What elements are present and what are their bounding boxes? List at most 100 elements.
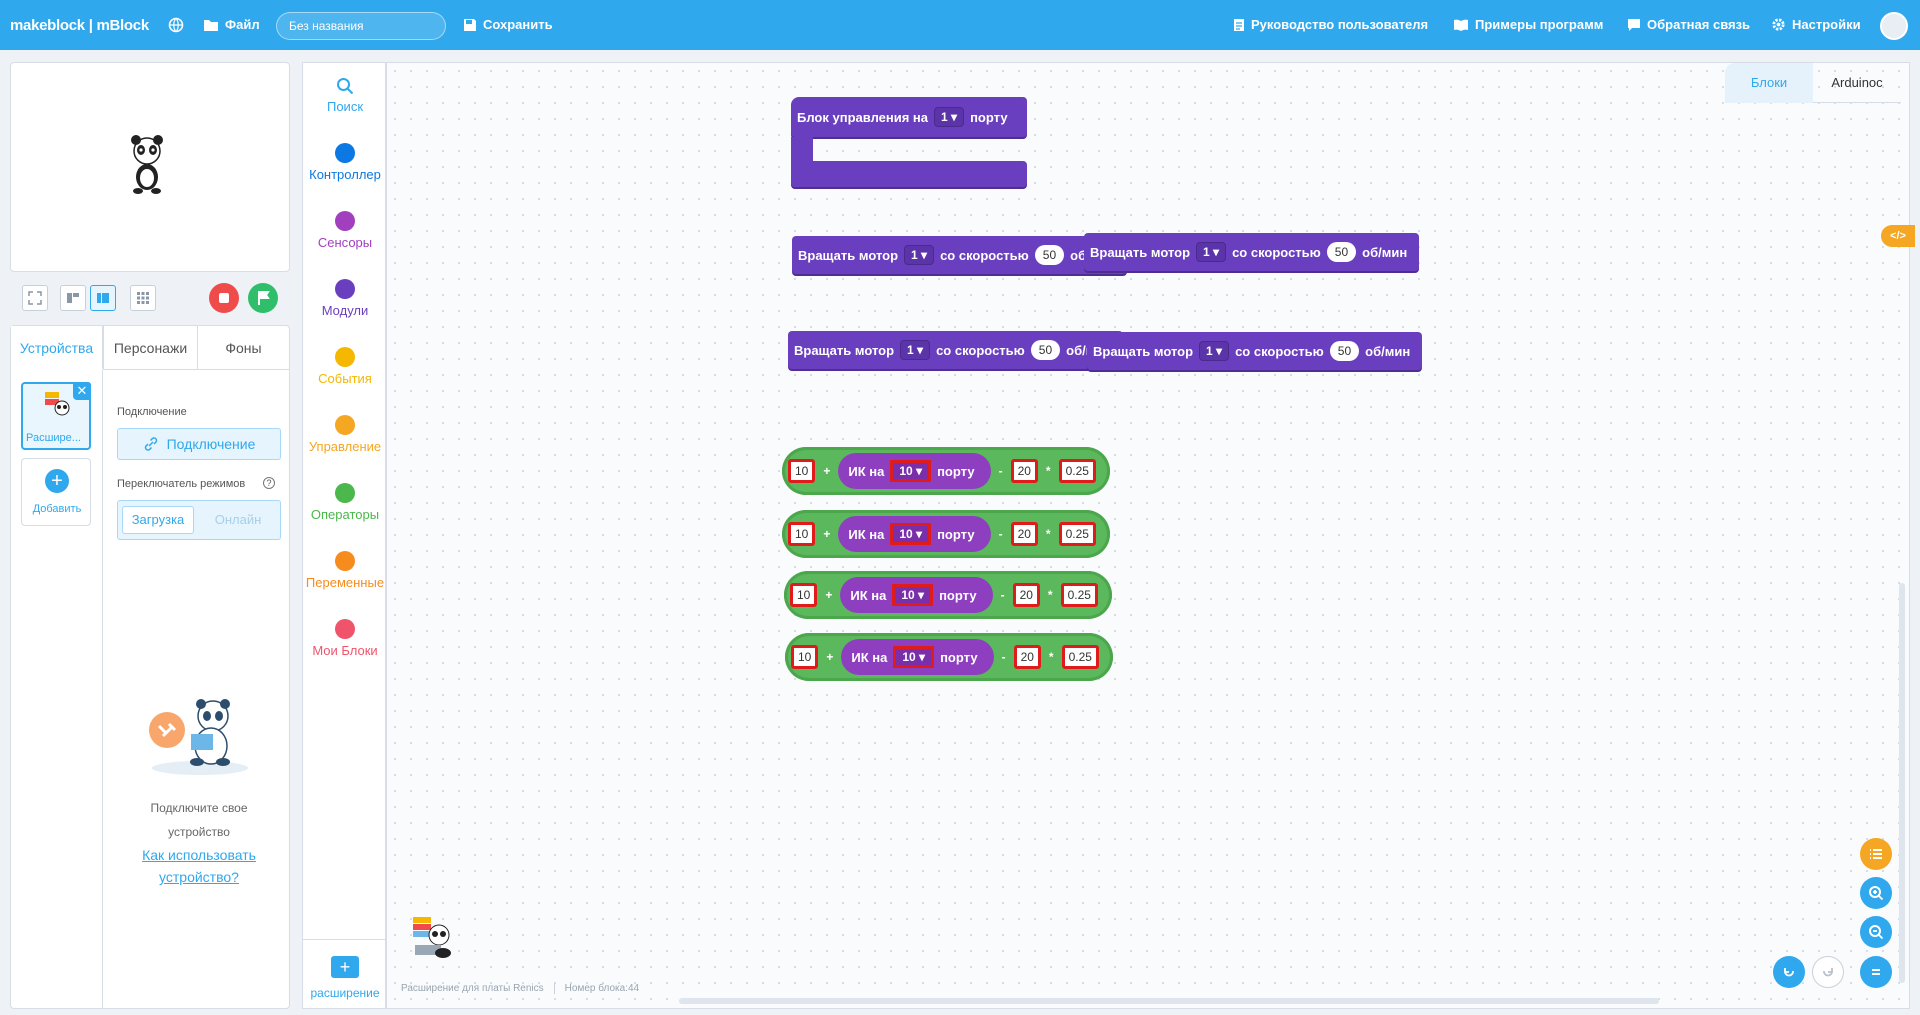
undo-button[interactable] [1773,956,1805,988]
user-guide-link[interactable]: Руководство пользователя [1233,17,1428,32]
tab-devices[interactable]: Устройства [11,326,103,370]
add-label: Добавить [32,503,82,515]
control-block[interactable]: Блок управления на 1 ▾ порту [791,97,1027,187]
ir-expression-block[interactable]: 10 + ИК на 10 ▾ порту - 20 * 0.25 [785,633,1113,681]
operand-b-input[interactable]: 20 [1010,459,1038,483]
list-toggle-button[interactable] [1860,838,1892,870]
code-toggle-icon[interactable]: </> [1881,225,1915,247]
file-menu[interactable]: Файл [203,17,260,32]
grid-view-button[interactable] [130,285,156,311]
examples-link[interactable]: Примеры программ [1453,17,1603,32]
small-stage-button[interactable] [60,285,86,311]
ir-expression-block[interactable]: 10 + ИК на 10 ▾ порту - 20 * 0.25 [784,571,1112,619]
category-events[interactable]: События [303,347,387,386]
vertical-scrollbar[interactable] [1899,583,1905,983]
device-panel: Устройства Персонажи Фоны Расшире... ✕ +… [10,325,290,1009]
how-to-use-link[interactable]: Как использовать устройство? [142,847,256,885]
stop-button[interactable] [209,283,239,313]
tab-backgrounds[interactable]: Фоны [197,326,289,370]
extension-button[interactable]: + расширение [303,939,387,1009]
normal-stage-button[interactable] [90,285,116,311]
ir-sensor-reporter[interactable]: ИК на 10 ▾ порту [838,516,991,552]
zoom-out-icon [1869,925,1884,940]
tab-sprites[interactable]: Персонажи [103,326,197,370]
device-list: Расшире... ✕ + Добавить [11,370,103,1008]
language-icon[interactable] [168,17,184,33]
category-variables[interactable]: Переменные [303,551,387,590]
ir-port-dropdown[interactable]: 10 ▾ [890,460,932,482]
category-modules[interactable]: Модули [303,279,387,318]
category-search[interactable]: Поиск [303,77,387,114]
help-icon[interactable]: ? [263,477,275,489]
operand-a-input[interactable]: 10 [790,583,818,607]
motor-port-dropdown[interactable]: 1 ▾ [904,245,935,265]
operand-c-input[interactable]: 0.25 [1060,583,1098,607]
zoom-in-button[interactable] [1860,877,1892,909]
zoom-reset-button[interactable] [1860,956,1892,988]
settings-menu[interactable]: Настройки [1771,17,1861,32]
operand-a-input[interactable]: 10 [788,522,816,546]
category-controller[interactable]: Контроллер [303,143,387,182]
motor-port-dropdown[interactable]: 1 ▾ [1199,341,1230,361]
motor-block[interactable]: Вращать мотор 1 ▾ со скоростью 50 об/мин [1087,332,1423,370]
operand-b-input[interactable]: 20 [1012,583,1040,607]
mode-online-button[interactable]: Онлайн [214,512,262,527]
workspace-tabs: Блоки Arduinoc [1725,63,1901,103]
motor-block[interactable]: Вращать мотор 1 ▾ со скоростью 50 об/мин [792,236,1128,274]
motor-block[interactable]: Вращать мотор 1 ▾ со скоростью 50 об/мин [788,331,1124,369]
operand-b-input[interactable]: 20 [1013,645,1041,669]
document-icon [1234,18,1244,31]
category-sensors[interactable]: Сенсоры [303,211,387,250]
ir-sensor-reporter[interactable]: ИК на 10 ▾ порту [838,453,991,489]
redo-button[interactable] [1812,956,1844,988]
zoom-out-button[interactable] [1860,916,1892,948]
ir-port-dropdown[interactable]: 10 ▾ [890,523,932,545]
ir-expression-block[interactable]: 10 + ИК на 10 ▾ порту - 20 * 0.25 [782,447,1110,495]
save-button[interactable]: Сохранить [463,17,553,32]
connect-button[interactable]: Подключение [117,428,281,460]
status-bar: Расширение для платы Renics Номер блока:… [401,983,640,994]
device-card[interactable]: Расшире... ✕ [21,382,91,450]
ir-expression-block[interactable]: 10 + ИК на 10 ▾ порту - 20 * 0.25 [782,510,1110,558]
operand-c-input[interactable]: 0.25 [1061,645,1099,669]
list-icon [1870,849,1882,859]
tab-blocks[interactable]: Блоки [1725,63,1813,103]
close-icon[interactable]: ✕ [73,382,91,400]
device-card-label: Расшире... [26,432,81,444]
motor-port-dropdown[interactable]: 1 ▾ [1196,242,1227,262]
speed-input[interactable]: 50 [1329,341,1360,361]
ir-sensor-reporter[interactable]: ИК на 10 ▾ порту [840,577,993,613]
ir-sensor-reporter[interactable]: ИК на 10 ▾ порту [841,639,994,675]
category-operators[interactable]: Операторы [303,483,387,522]
ir-port-dropdown[interactable]: 10 ▾ [892,584,934,606]
speed-input[interactable]: 50 [1034,245,1065,265]
operand-b-input[interactable]: 20 [1010,522,1038,546]
ir-port-dropdown[interactable]: 10 ▾ [893,646,935,668]
go-flag-button[interactable] [248,283,278,313]
fullscreen-button[interactable] [22,285,48,311]
zoom-in-icon [1869,886,1884,901]
tab-arduino-code[interactable]: Arduinoc [1831,75,1883,90]
speed-input[interactable]: 50 [1326,242,1357,262]
horizontal-scrollbar[interactable] [679,998,1659,1004]
project-title-input[interactable] [276,12,446,40]
operand-a-input[interactable]: 10 [791,645,819,669]
mode-upload-button[interactable]: Загрузка [122,506,194,534]
add-device-button[interactable]: + Добавить [21,458,91,526]
feedback-link[interactable]: Обратная связь [1627,17,1750,32]
motor-block[interactable]: Вращать мотор 1 ▾ со скоростью 50 об/мин [1084,233,1420,271]
motor-port-dropdown[interactable]: 1 ▾ [900,340,931,360]
port-dropdown[interactable]: 1 ▾ [934,107,965,127]
category-control[interactable]: Управление [303,415,387,454]
operand-a-input[interactable]: 10 [788,459,816,483]
user-avatar[interactable] [1880,12,1908,40]
book-icon [1454,19,1468,31]
fullscreen-icon [28,291,42,305]
operand-c-input[interactable]: 0.25 [1058,522,1096,546]
category-my-blocks[interactable]: Мои Блоки [303,619,387,658]
save-icon [464,18,476,31]
code-workspace[interactable]: Блоки Arduinoc </> Блок управления на 1 … [386,62,1915,1009]
speed-input[interactable]: 50 [1030,340,1061,360]
stop-icon [219,293,229,303]
operand-c-input[interactable]: 0.25 [1058,459,1096,483]
